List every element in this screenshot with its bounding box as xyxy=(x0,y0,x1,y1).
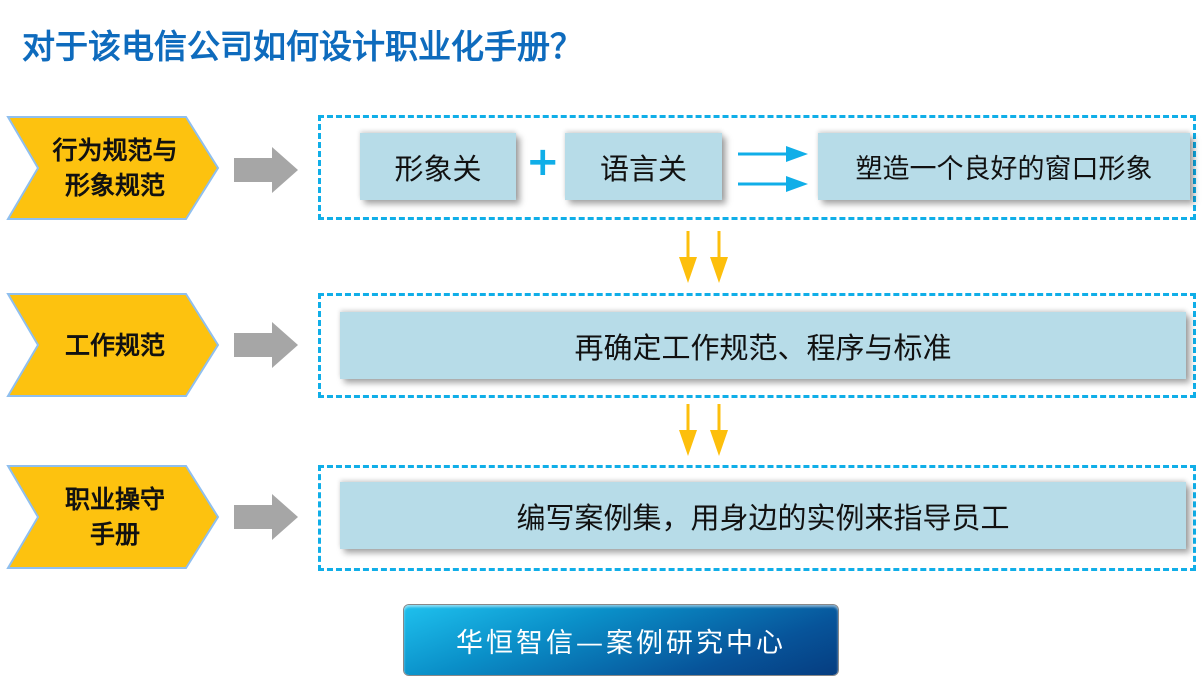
footer-badge: 华恒智信—案例研究中心 xyxy=(404,605,838,675)
chevron-row-1: 行为规范与形象规范 xyxy=(6,115,220,221)
right-arrow-icon xyxy=(234,494,298,540)
card-result: 塑造一个良好的窗口形象 xyxy=(818,133,1190,200)
chevron-row-3: 职业操守手册 xyxy=(6,464,220,570)
chevron-label-row-2: 工作规范 xyxy=(64,330,165,360)
card-case-collection: 编写案例集，用身边的实例来指导员工 xyxy=(340,482,1186,549)
page-title: 对于该电信公司如何设计职业化手册？ xyxy=(22,27,583,66)
right-arrow-icon xyxy=(234,322,298,368)
chevron-label-row-3: 职业操守手册 xyxy=(64,485,165,549)
chevron-row-2: 工作规范 xyxy=(6,292,220,398)
dashed-group-row-1 xyxy=(318,115,1196,220)
chevron-icon xyxy=(6,465,220,569)
card-image-gate: 形象关 xyxy=(360,133,516,200)
dashed-group-row-3 xyxy=(318,465,1196,571)
double-down-arrow-icon xyxy=(679,231,728,283)
right-arrow-icon xyxy=(234,147,298,193)
chevron-icon xyxy=(6,116,220,220)
double-down-arrow-icon xyxy=(679,404,728,456)
card-language-gate: 语言关 xyxy=(565,133,722,200)
chevron-label-row-1: 行为规范与形象规范 xyxy=(52,136,178,200)
plus-icon: + xyxy=(526,139,560,185)
card-work-standards: 再确定工作规范、程序与标准 xyxy=(340,312,1186,379)
chevron-icon xyxy=(6,293,220,397)
dashed-group-row-2 xyxy=(318,293,1196,398)
double-right-arrow-icon xyxy=(738,146,808,192)
